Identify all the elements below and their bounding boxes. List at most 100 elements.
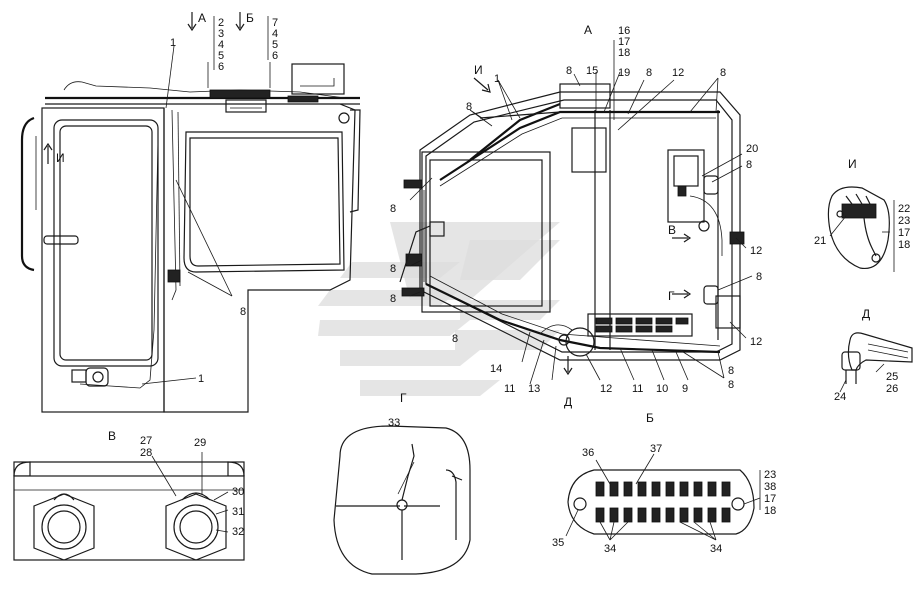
callout-20: 20 [746,143,758,155]
callout-8g: 8 [390,263,396,275]
callout-8i: 8 [746,159,752,171]
svg-text:23: 23 [898,215,910,227]
wiper-motor [71,367,109,387]
callout-11b: 11 [632,383,643,395]
callout-19: 19 [618,67,630,79]
callout-8c: 8 [646,67,652,79]
detail-b: Б [552,411,776,555]
callout-13: 13 [528,383,540,395]
callout-10: 10 [656,383,668,395]
detail-v: В 27 28 29 30 31 32 [13,429,245,561]
callout-27: 27 [140,435,152,447]
callout-24: 24 [834,391,846,403]
connector-row-bottom [595,507,731,523]
callout-35: 35 [552,537,564,549]
svg-text:7: 7 [272,17,278,29]
callout-1b: 1 [494,73,500,85]
callout-32: 32 [232,526,244,538]
svg-text:22: 22 [898,203,910,215]
callout-21: 21 [814,235,826,247]
fuse-block [587,313,693,337]
callout-8d: 8 [720,67,726,79]
callout-8j: 8 [756,271,762,283]
svg-text:6: 6 [272,50,278,62]
callout-stack-22-18: 22 23 17 18 [893,200,910,272]
callout-stack-23-18: 23 38 17 18 [764,469,776,517]
callout-8k: 8 [728,365,734,377]
callout-34b: 34 [710,543,722,555]
callout-1a: 1 [170,37,176,49]
svg-text:3: 3 [218,28,224,40]
callout-8a: 8 [240,306,246,318]
svg-text:6: 6 [218,61,224,73]
svg-text:23: 23 [764,469,776,481]
view-label-i-arrow: И [474,63,483,77]
svg-text:18: 18 [618,47,630,59]
svg-text:2: 2 [218,17,224,29]
callout-8b: 8 [566,65,572,77]
callout-12d: 12 [600,383,612,395]
callout-12b: 12 [750,245,762,257]
callout-15: 15 [586,65,598,77]
callout-29: 29 [194,437,206,449]
view-label-a-top: А [198,11,206,25]
svg-text:5: 5 [272,39,278,51]
callout-14: 14 [490,363,502,375]
view-label-g-detail: Г [400,391,407,405]
svg-text:18: 18 [898,239,910,251]
callout-stack-7-6: 7 4 5 6 [267,16,278,62]
callout-stack-2-6: 2 3 4 5 6 [213,16,224,73]
detail-g: Г 33 [333,391,471,575]
callout-8l: 8 [728,379,734,391]
view-label-d-detail: Д [862,307,870,321]
callout-stack-25-26: 25 26 [886,371,898,395]
svg-text:17: 17 [618,36,630,48]
callout-34a: 34 [604,543,616,555]
callout-12c: 12 [750,336,762,348]
callout-11a: 11 [504,383,515,395]
speaker-right [165,492,227,561]
svg-text:26: 26 [886,383,898,395]
svg-text:4: 4 [218,39,224,51]
view-label-v-detail: В [108,429,116,443]
view-a-isometric: А И В Г Д 16 17 18 1 8 15 19 8 12 8 8 8 … [390,23,762,409]
callout-1c: 1 [198,373,204,385]
callout-37: 37 [650,443,662,455]
speaker-left [33,493,95,561]
svg-text:17: 17 [898,227,910,239]
callout-31: 31 [232,506,244,518]
svg-text:5: 5 [218,50,224,62]
callout-9: 9 [682,383,688,395]
door-panel [41,107,165,413]
view-label-a-right: А [584,23,592,37]
callout-30: 30 [232,486,244,498]
door-handle [43,235,79,245]
callout-28: 28 [140,447,152,459]
rear-window [183,131,345,273]
view-label-b-detail: Б [646,411,654,425]
svg-text:17: 17 [764,493,776,505]
view-label-i-left: И [56,151,65,165]
callout-12a: 12 [672,67,684,79]
view-i-arrow [473,77,489,91]
callout-36: 36 [582,447,594,459]
left-cab-view: А Б И 1 1 8 2 3 4 5 6 7 4 5 6 [20,11,361,413]
svg-text:38: 38 [764,481,776,493]
detail-i: И 21 22 23 17 18 [814,157,910,272]
svg-text:18: 18 [764,505,776,517]
callout-8-center: 8 [452,333,458,345]
view-label-g-arrow: Г [668,289,675,303]
watermark-logo [318,222,560,396]
callout-8h: 8 [390,293,396,305]
connector-row-top [595,481,731,497]
callout-8e: 8 [466,101,472,113]
view-label-b-top: Б [246,11,254,25]
callout-stack-16-18: 16 17 18 [618,25,630,59]
callout-33: 33 [388,417,400,429]
svg-text:25: 25 [886,371,898,383]
callout-8f: 8 [390,203,396,215]
svg-text:16: 16 [618,25,630,37]
svg-text:4: 4 [272,28,278,40]
